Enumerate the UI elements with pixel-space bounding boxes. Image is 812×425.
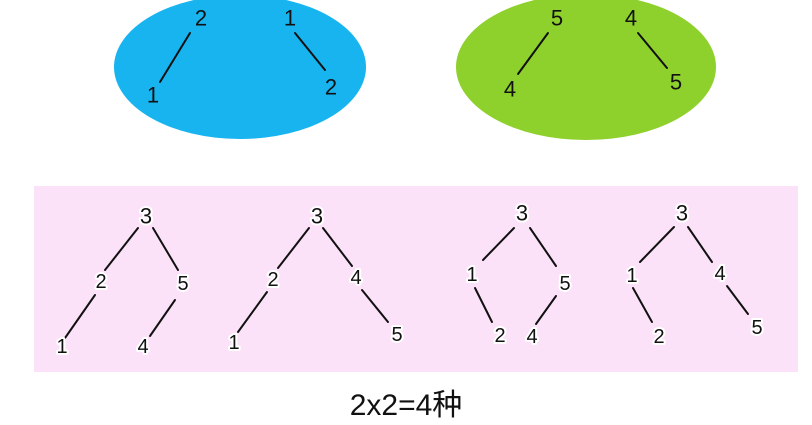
tree-node-left-left: 1 (228, 332, 239, 354)
combination-count-caption: 2x2=4种 (349, 389, 463, 422)
tree-edge (149, 299, 176, 337)
tree-node-root: 1 (284, 6, 296, 31)
tree-node-right-right: 5 (391, 324, 402, 346)
tree-node-right-left: 4 (137, 336, 148, 358)
tree-node-left: 2 (95, 271, 106, 293)
combined-tree-3: 3 1 5 2 4 (464, 199, 572, 351)
tree-node-left: 1 (466, 264, 477, 286)
tree-edge (159, 32, 191, 83)
tree-node-left-left: 1 (56, 336, 67, 358)
combined-tree-2: 3 2 4 1 5 (226, 202, 404, 357)
tree-node-right-left: 4 (526, 326, 537, 348)
tree-edge (535, 295, 557, 325)
blue-tree-left: 2 1 (147, 6, 207, 108)
tree-edge (482, 227, 515, 261)
tree-node-left-right: 2 (653, 326, 664, 348)
tree-edge (529, 227, 557, 267)
green-ellipse (456, 0, 716, 140)
tree-node-right: 5 (670, 70, 682, 95)
tree-edge (474, 287, 493, 323)
tree-edge (637, 32, 668, 69)
tree-edge (517, 32, 549, 75)
tree-node-left: 1 (147, 83, 159, 108)
tree-node-root: 3 (140, 204, 152, 229)
tree-node-right-right: 5 (751, 317, 762, 339)
tree-edge (322, 227, 353, 267)
tree-edge (152, 227, 179, 271)
blue-tree-right: 1 2 (284, 6, 337, 100)
tree-node-right: 2 (325, 75, 337, 100)
tree-node-root: 4 (625, 6, 637, 31)
tree-node-left-right: 2 (494, 325, 505, 347)
tree-edge (639, 226, 675, 263)
tree-node-right: 5 (177, 273, 188, 295)
tree-node-right: 4 (714, 263, 725, 285)
tree-node-root: 2 (195, 6, 207, 31)
tree-node-root: 3 (516, 201, 528, 226)
green-tree-right: 4 5 (625, 6, 682, 95)
tree-edge (726, 285, 749, 315)
tree-edge (104, 227, 139, 271)
tree-node-right: 5 (559, 273, 570, 295)
tree-edge (361, 289, 389, 323)
tree-node-left: 4 (504, 77, 516, 102)
tree-node-root: 3 (311, 204, 323, 229)
combination-panel (34, 186, 798, 372)
combined-tree-1: 3 2 5 1 4 (54, 202, 190, 361)
tree-node-left: 1 (626, 265, 637, 287)
blue-ellipse (114, 0, 366, 139)
tree-edge (687, 226, 713, 263)
green-tree-left: 5 4 (504, 6, 563, 102)
tree-node-root: 3 (676, 201, 688, 226)
tree-edge (277, 227, 310, 269)
tree-edge (237, 291, 268, 333)
tree-edge (64, 294, 96, 339)
combined-tree-4: 3 1 4 2 5 (624, 199, 764, 351)
tree-node-root: 5 (551, 6, 563, 31)
tree-edge (294, 32, 326, 71)
tree-edge (632, 287, 653, 323)
tree-node-right: 4 (350, 267, 361, 289)
tree-node-left: 2 (267, 269, 278, 291)
